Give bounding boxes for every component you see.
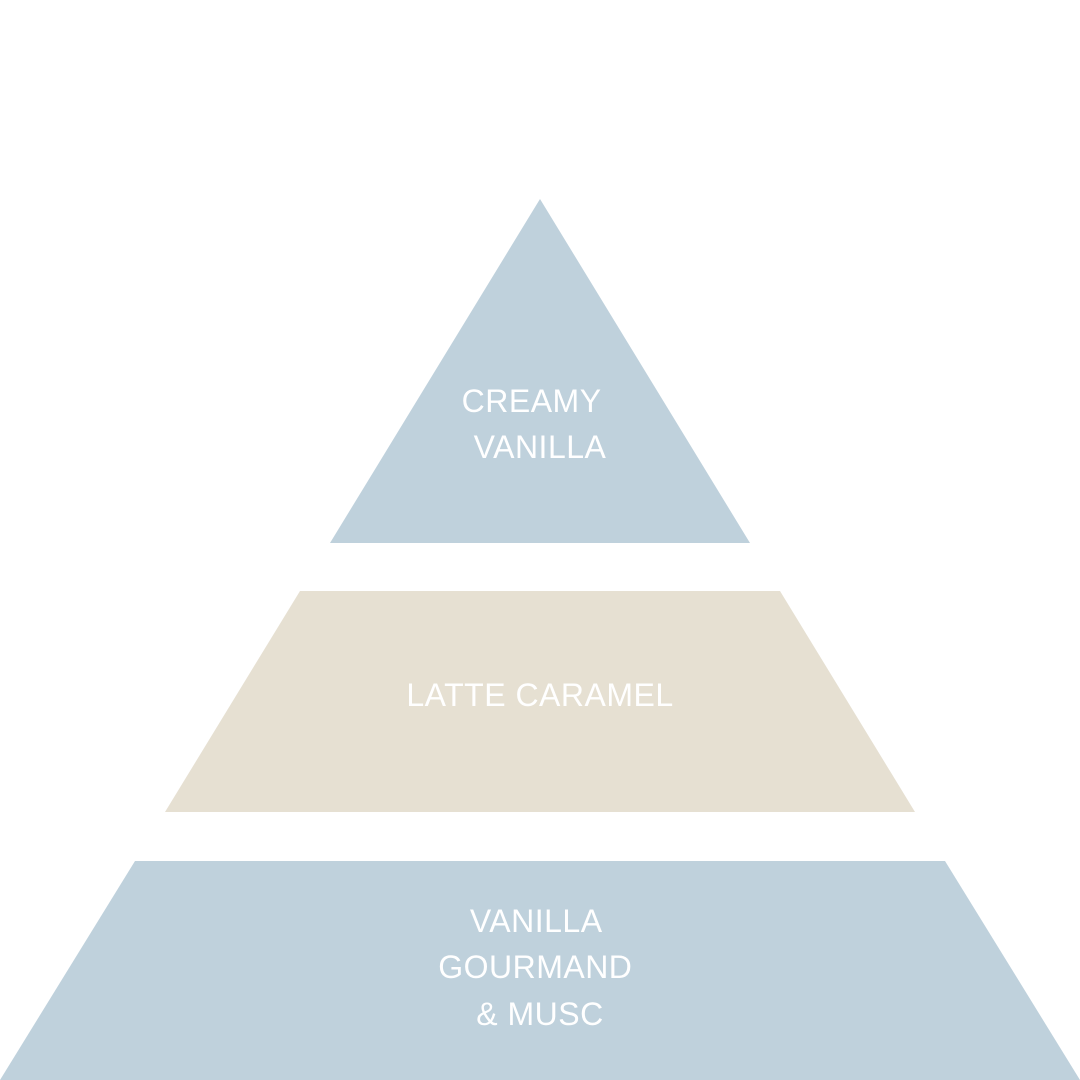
tier-top-label: CREAMY VANILLA [462, 383, 611, 465]
tier-middle-label: LATTE CARAMEL [406, 677, 673, 713]
tier-base-label-line: & MUSC [476, 996, 603, 1032]
tier-middle: LATTE CARAMEL [165, 591, 915, 812]
tier-base-label-line: GOURMAND [438, 949, 632, 985]
tier-top-shape [330, 199, 750, 543]
tier-base-shape [0, 861, 1080, 1080]
tier-base-label: VANILLA GOURMAND & MUSC [438, 903, 642, 1032]
tier-top-label-line: VANILLA [474, 429, 607, 465]
tier-top: CREAMY VANILLA [330, 199, 750, 543]
tier-base-label-line: VANILLA [470, 903, 603, 939]
tier-middle-label-line: LATTE CARAMEL [406, 677, 673, 713]
tier-base: VANILLA GOURMAND & MUSC [0, 861, 1080, 1080]
tier-middle-shape [165, 591, 915, 812]
tier-top-label-line: CREAMY [462, 383, 601, 419]
